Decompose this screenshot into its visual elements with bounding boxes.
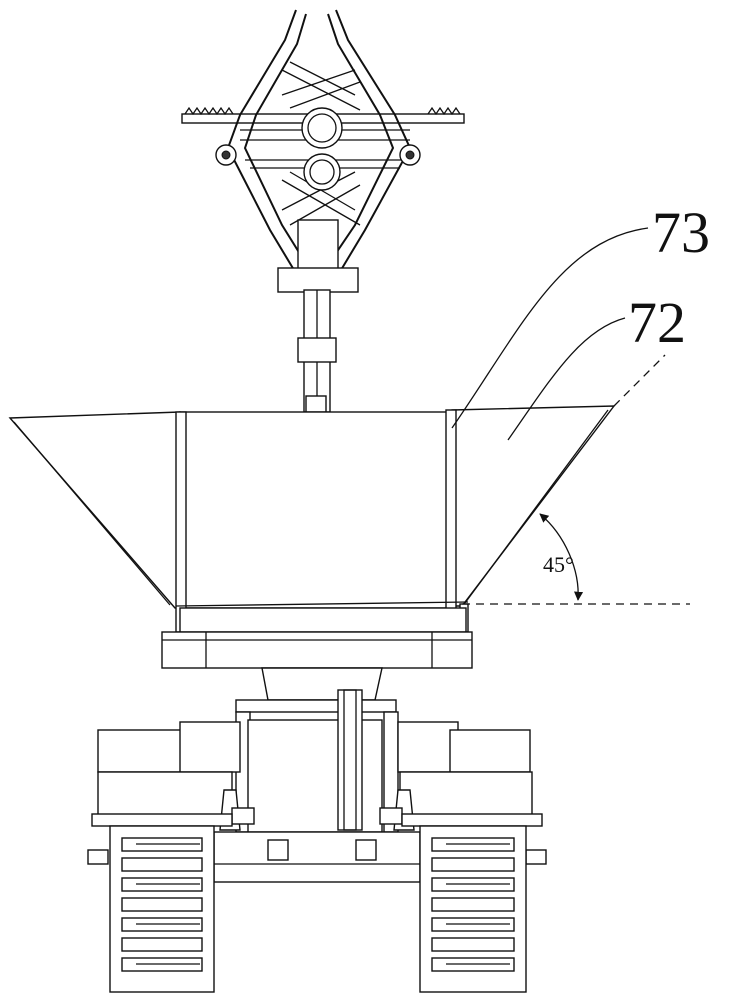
angle-label: 45° bbox=[543, 552, 574, 577]
leader-line-72 bbox=[507, 317, 626, 441]
angle-arc bbox=[539, 513, 584, 601]
extension-line-slant bbox=[613, 354, 666, 407]
annotations bbox=[451, 227, 690, 605]
vehicle-body bbox=[87, 667, 547, 883]
part-label-73: 73 bbox=[652, 200, 710, 265]
hopper-post-73 bbox=[445, 409, 457, 633]
left-track bbox=[109, 825, 215, 993]
hopper-side-plate-72 bbox=[451, 405, 616, 607]
leader-line-73 bbox=[451, 227, 649, 429]
hopper bbox=[8, 405, 616, 669]
part-label-72: 72 bbox=[628, 290, 686, 355]
right-track bbox=[419, 825, 527, 993]
gripper-assembly bbox=[181, 9, 465, 413]
